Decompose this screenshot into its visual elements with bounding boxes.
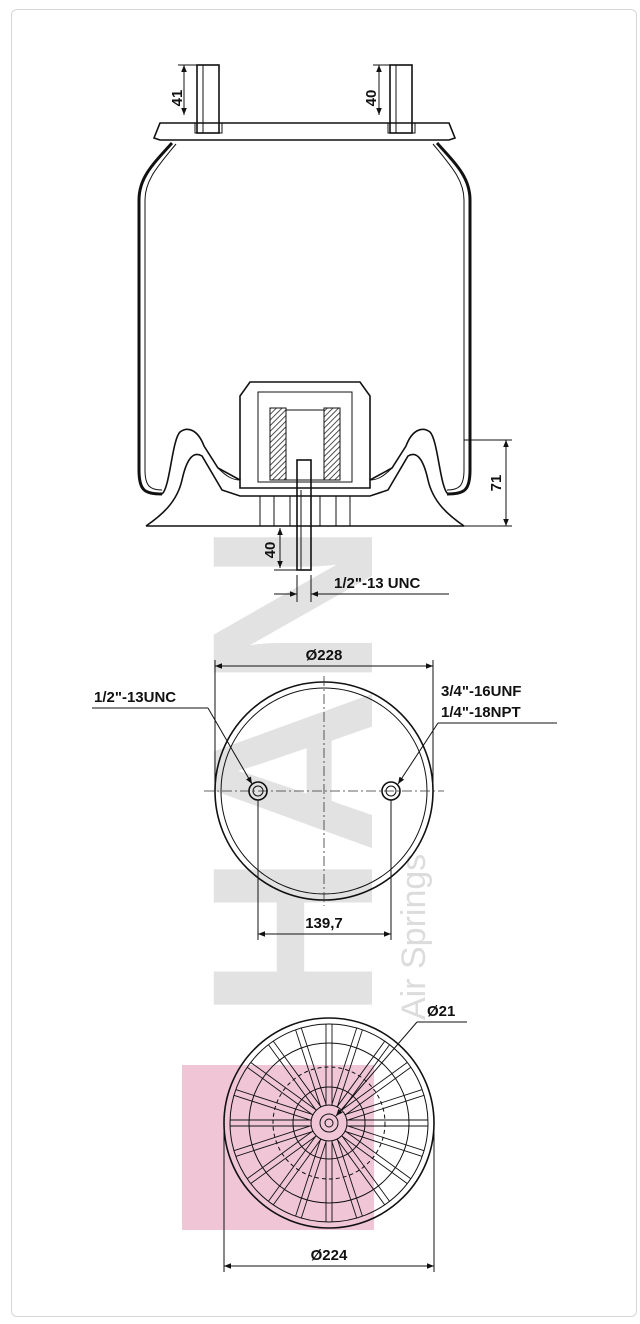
rib-line	[300, 1027, 327, 1106]
top-view-left-thread: 1/2"-13UNC	[94, 689, 176, 706]
rib-line	[336, 1139, 386, 1206]
bottom-view-ring-1	[248, 1042, 410, 1204]
bottom-view-center-hole	[324, 1118, 334, 1128]
rib-line	[336, 1139, 363, 1217]
top-view-diameter: Ø228	[306, 647, 343, 664]
dim-bottom-stud-length: 40	[262, 542, 279, 559]
dim-height: 71	[488, 475, 505, 492]
bottom-view-hub-inner	[319, 1113, 339, 1133]
rib-line	[246, 1066, 313, 1116]
rib-line	[233, 1094, 312, 1121]
top-view: Ø228 1/2"-13UNC 3/4"-16UNF 1/4"-18NPT 13…	[92, 647, 557, 940]
bottom-view-ring-2	[272, 1066, 386, 1180]
bottom-view-ring-3	[292, 1086, 366, 1160]
rib-line	[272, 1139, 322, 1206]
rib-line	[336, 1029, 363, 1107]
rib-line	[235, 1130, 313, 1157]
bottom-view-rim	[229, 1023, 429, 1223]
rib-line	[345, 1089, 423, 1116]
bottom-view-center-diameter: Ø21	[427, 1003, 455, 1020]
rib-line	[346, 1125, 425, 1152]
rib-line	[331, 1140, 358, 1219]
rib-line	[295, 1029, 322, 1107]
bottom-view-outer-circle	[223, 1017, 435, 1229]
rib-line	[250, 1135, 317, 1184]
rib-line	[341, 1062, 408, 1111]
bottom-view-ribs	[230, 1024, 428, 1222]
bottom-view-hub	[310, 1104, 348, 1142]
piston-bottom-hub	[259, 495, 351, 527]
drawing-frame: HAN Air Springs 41 40	[11, 9, 637, 1317]
top-view-hole-left-inner	[252, 785, 264, 797]
dim-top-stud-left: 41	[169, 90, 186, 107]
leader-21-arrow	[335, 1021, 418, 1117]
technical-drawing: HAN Air Springs 41 40	[92, 64, 557, 1272]
bottom-view: Ø21 Ø224	[223, 1003, 467, 1272]
top-view-hole-right-inner	[385, 785, 397, 797]
rib-line	[268, 1044, 317, 1111]
rib-line	[341, 1135, 408, 1184]
bumper-core	[285, 409, 325, 481]
rib-line	[331, 1027, 358, 1106]
bottom-view-diameter: Ø224	[311, 1247, 348, 1264]
bumper-inner	[257, 391, 353, 483]
bottom-stud	[296, 459, 312, 571]
rib-line	[345, 1066, 412, 1116]
side-view: 41 40	[137, 64, 512, 602]
leader-right-arrow	[397, 722, 439, 785]
rib-line	[295, 1139, 322, 1217]
rib-line	[345, 1130, 423, 1157]
rib-line	[272, 1040, 322, 1107]
bumper-hatch-left	[269, 407, 287, 481]
piston-outline	[161, 428, 449, 495]
rib-line	[346, 1094, 425, 1121]
top-stud-right-nut	[387, 122, 416, 134]
top-view-hole-spacing: 139,7	[305, 915, 343, 932]
leader-left-arrow	[207, 707, 253, 785]
top-plate	[152, 122, 457, 141]
watermark-brand: HAN	[164, 522, 421, 1020]
rib-line	[341, 1135, 390, 1202]
rib-line	[336, 1040, 386, 1107]
rib-line	[250, 1062, 317, 1111]
bellow-right-wall	[435, 141, 472, 496]
top-view-right-thread-2: 1/4"-18NPT	[441, 704, 521, 721]
rib-line	[268, 1135, 317, 1202]
top-view-right-thread-1: 3/4"-16UNF	[441, 683, 521, 700]
bottom-stud-thread-label: 1/2"-13 UNC	[334, 575, 420, 592]
bumper-hatch-right	[323, 407, 341, 481]
rib-line	[345, 1130, 412, 1180]
dim-top-stud-right: 40	[363, 90, 380, 107]
watermark-tagline: Air Springs	[395, 854, 433, 1020]
piston-seal-left	[217, 467, 241, 481]
rib-line	[300, 1140, 327, 1219]
top-stud-left-nut	[194, 122, 223, 134]
piston-seal-right	[369, 467, 393, 481]
bellow-left-inner	[144, 143, 177, 491]
bellow-right-inner	[432, 143, 465, 491]
rib-line	[235, 1089, 313, 1116]
piston-skirt	[145, 453, 465, 527]
rib-line	[246, 1130, 313, 1180]
bellow-left-wall	[137, 141, 174, 496]
bumper	[239, 381, 371, 480]
rib-line	[233, 1125, 312, 1152]
